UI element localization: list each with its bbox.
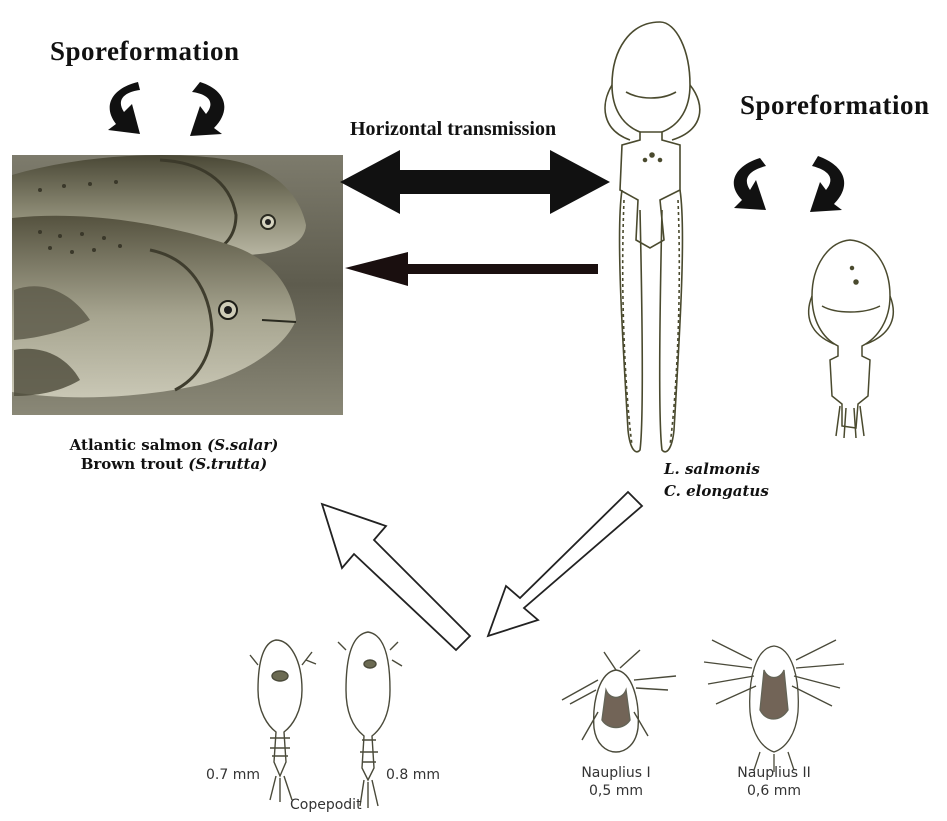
copepodit-to-fish-arrow [322, 504, 470, 650]
louse-to-stages-arrow [488, 492, 642, 636]
atlantic-salmon-name: Atlantic salmon [70, 436, 202, 454]
nauplius-1-drawing [562, 650, 676, 752]
brown-trout-name: Brown trout [81, 455, 183, 473]
nauplius-2-size: 0,6 mm [726, 782, 822, 800]
lice-species-line2: C. elongatus [664, 480, 769, 502]
fish-photo [12, 155, 343, 415]
sporeformation-right-arrows [734, 156, 844, 212]
horizontal-transmission-label: Horizontal transmission [350, 118, 556, 141]
sporeformation-left-arrows [108, 82, 224, 136]
copepodit-label: Copepodit [290, 796, 362, 814]
horizontal-transmission-arrow [340, 150, 610, 214]
nauplius-2-drawing [704, 640, 844, 772]
copepodit-size-a: 0.7 mm [206, 766, 260, 784]
lice-species-label: L. salmonis C. elongatus [664, 458, 769, 502]
nauplius-2-label-block: Nauplius II 0,6 mm [726, 764, 822, 800]
atlantic-salmon-sci: (S.salar) [207, 436, 278, 454]
adult-louse-large [605, 22, 700, 452]
sporeformation-label-right: Sporeformation [740, 90, 930, 121]
adult-louse-small [809, 240, 894, 438]
lice-species-line1: L. salmonis [664, 458, 769, 480]
host-species-label: Atlantic salmon (S.salar) Brown trout (S… [14, 436, 334, 474]
nauplius-2-label: Nauplius II [726, 764, 822, 782]
brown-trout-sci: (S.trutta) [188, 455, 267, 473]
nauplius-1-size: 0,5 mm [576, 782, 656, 800]
louse-to-fish-arrow [345, 252, 598, 286]
copepodit-size-b: 0.8 mm [386, 766, 440, 784]
sporeformation-label-left: Sporeformation [50, 36, 240, 67]
nauplius-1-label-block: Nauplius I 0,5 mm [576, 764, 656, 800]
nauplius-1-label: Nauplius I [576, 764, 656, 782]
